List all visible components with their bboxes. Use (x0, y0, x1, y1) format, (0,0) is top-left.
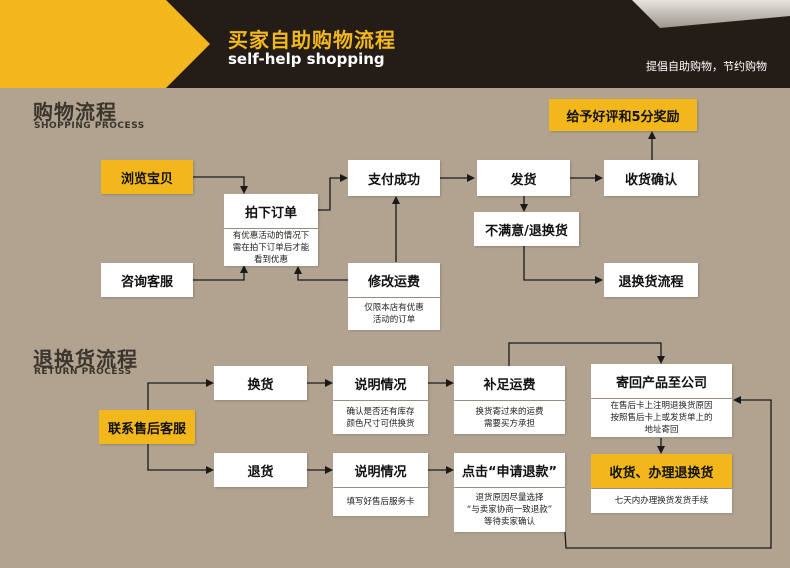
returns-section-subtitle: RETURN PROCESS (34, 367, 132, 377)
step-confirm-receipt: 收货确认 (604, 160, 698, 196)
header-slogan: 提倡自助购物，节约购物 (646, 60, 767, 73)
shopping-section-title: 购物流程 (33, 100, 117, 124)
step-place-order: 拍下订单 (224, 194, 318, 228)
arrow-unsatisfied-to-return (523, 246, 603, 284)
step-browse: 浏览宝贝 (101, 160, 193, 194)
arrow-fee-to-sendback (508, 342, 665, 366)
page-subtitle: self-help shopping (228, 50, 385, 68)
apply-refund-note: 退货原因尽量选择 “与卖家协商一致退款” 等待卖家确认 (454, 488, 565, 532)
returns-section-title: 退换货流程 (33, 347, 138, 371)
arrow-consult-to-order (193, 265, 248, 281)
arrow-apply-to-sendback (564, 396, 772, 549)
header-arrow-shape (0, 0, 210, 88)
step-receive-process: 收货、办理退换货 (591, 454, 732, 488)
step-return-flow: 退换货流程 (604, 263, 698, 297)
modify-fee-note: 仅限本店有优惠 活动的订单 (348, 298, 440, 330)
shopping-section-subtitle: SHOPPING PROCESS (34, 121, 145, 131)
step-explain-refund: 说明情况 (333, 453, 428, 487)
arrow-modify-to-order (294, 266, 348, 281)
arrow-contact-to-refund (147, 444, 214, 474)
step-refund: 退货 (214, 453, 307, 487)
step-ship: 发货 (477, 160, 570, 196)
step-exchange: 换货 (214, 366, 307, 400)
step-pay-success: 支付成功 (348, 160, 440, 196)
step-consult: 咨询客服 (101, 263, 193, 297)
explain-refund-note: 填写好售后服务卡 (333, 488, 428, 516)
shipping-fee-note: 换货寄过来的运费 需要买方承担 (454, 401, 565, 434)
send-back-note: 在售后卡上注明退换货原因 按照售后卡上或发货单上的 地址寄回 (591, 399, 732, 437)
explain-exchange-note: 确认是否还有库存 颜色尺寸可供换货 (333, 401, 428, 434)
receive-process-note: 七天内办理换货发货手续 (591, 489, 732, 513)
step-modify-fee: 修改运费 (348, 263, 440, 297)
arrow-contact-to-exchange (147, 379, 214, 410)
step-contact-service: 联系售后客服 (99, 410, 195, 444)
step-apply-refund: 点击“申请退款” (454, 453, 565, 487)
step-unsatisfied: 不满意/退换货 (474, 212, 579, 246)
arrow-order-to-pay (318, 174, 348, 211)
step-reward: 给予好评和5分奖励 (549, 99, 697, 131)
step-shipping-fee: 补足运费 (454, 366, 565, 400)
step-send-back: 寄回产品至公司 (591, 364, 732, 398)
step-explain-exchange: 说明情况 (333, 366, 428, 400)
arrow-browse-to-order (193, 176, 248, 194)
page-title: 买家自助购物流程 (228, 28, 396, 52)
place-order-note: 有优惠活动的情况下 需在拍下订单后才能 看到优惠 (224, 229, 318, 266)
